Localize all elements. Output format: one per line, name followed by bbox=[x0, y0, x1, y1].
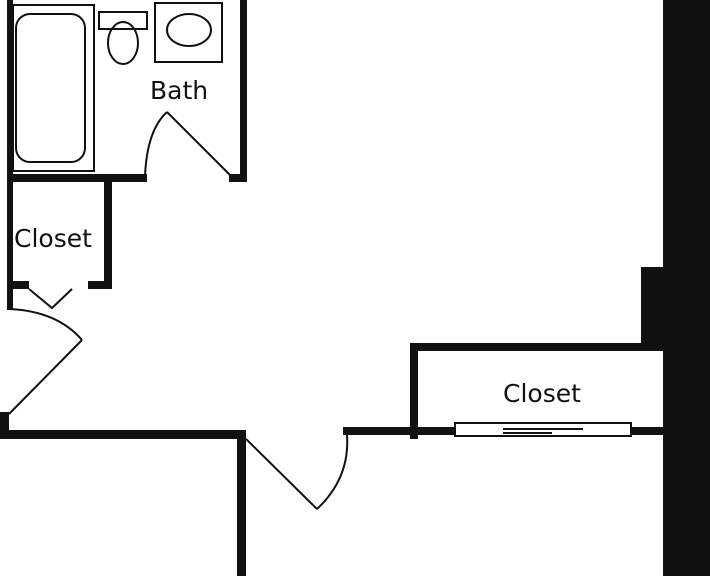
wall-pier-right bbox=[641, 267, 665, 347]
wall-bottom-horizontal bbox=[0, 430, 246, 439]
bath-door-swing bbox=[144, 111, 168, 177]
bottom-door-swing bbox=[316, 434, 349, 510]
bath-wall-right bbox=[240, 0, 247, 182]
bath-wall-left bbox=[7, 0, 13, 182]
entry-door-leaf bbox=[8, 339, 83, 415]
toilet-tank bbox=[98, 11, 148, 30]
room-label-closet-right: Closet bbox=[503, 379, 581, 408]
closet-left-wall-bottom-right bbox=[88, 281, 112, 289]
closet-right-wall-left bbox=[410, 343, 418, 439]
bath-wall-bottom-left bbox=[7, 174, 147, 182]
closet-left-wall-inner bbox=[104, 174, 112, 288]
toilet-bowl bbox=[107, 21, 139, 65]
closet-left-wall-bottom-left bbox=[7, 281, 29, 289]
room-label-bath: Bath bbox=[150, 76, 208, 105]
entry-door-swing bbox=[8, 308, 83, 341]
wall-left-lower bbox=[0, 412, 9, 438]
doors bbox=[8, 111, 349, 510]
fixtures bbox=[12, 2, 223, 172]
closet-left-wall-outer bbox=[7, 174, 13, 310]
bath-wall-bottom-right bbox=[229, 174, 247, 182]
closet-right-sliding-door bbox=[454, 422, 632, 437]
closet-right-wall-bottom-left bbox=[343, 427, 455, 435]
sink-counter bbox=[154, 2, 223, 63]
closet-right-wall-top bbox=[410, 343, 665, 351]
wall-bottom-vertical bbox=[237, 430, 246, 576]
closet-left-bifold-door bbox=[28, 288, 73, 310]
exterior-wall-right bbox=[663, 0, 710, 576]
sliding-door-frame bbox=[454, 422, 632, 437]
bathtub-basin bbox=[15, 13, 86, 163]
room-label-closet-left: Closet bbox=[14, 224, 92, 253]
bottom-door-leaf bbox=[245, 438, 318, 510]
bath-door-leaf bbox=[166, 111, 232, 177]
closet-right-wall-bottom-right bbox=[631, 427, 665, 435]
bathtub-outline bbox=[12, 4, 95, 172]
sink-basin bbox=[166, 13, 212, 47]
